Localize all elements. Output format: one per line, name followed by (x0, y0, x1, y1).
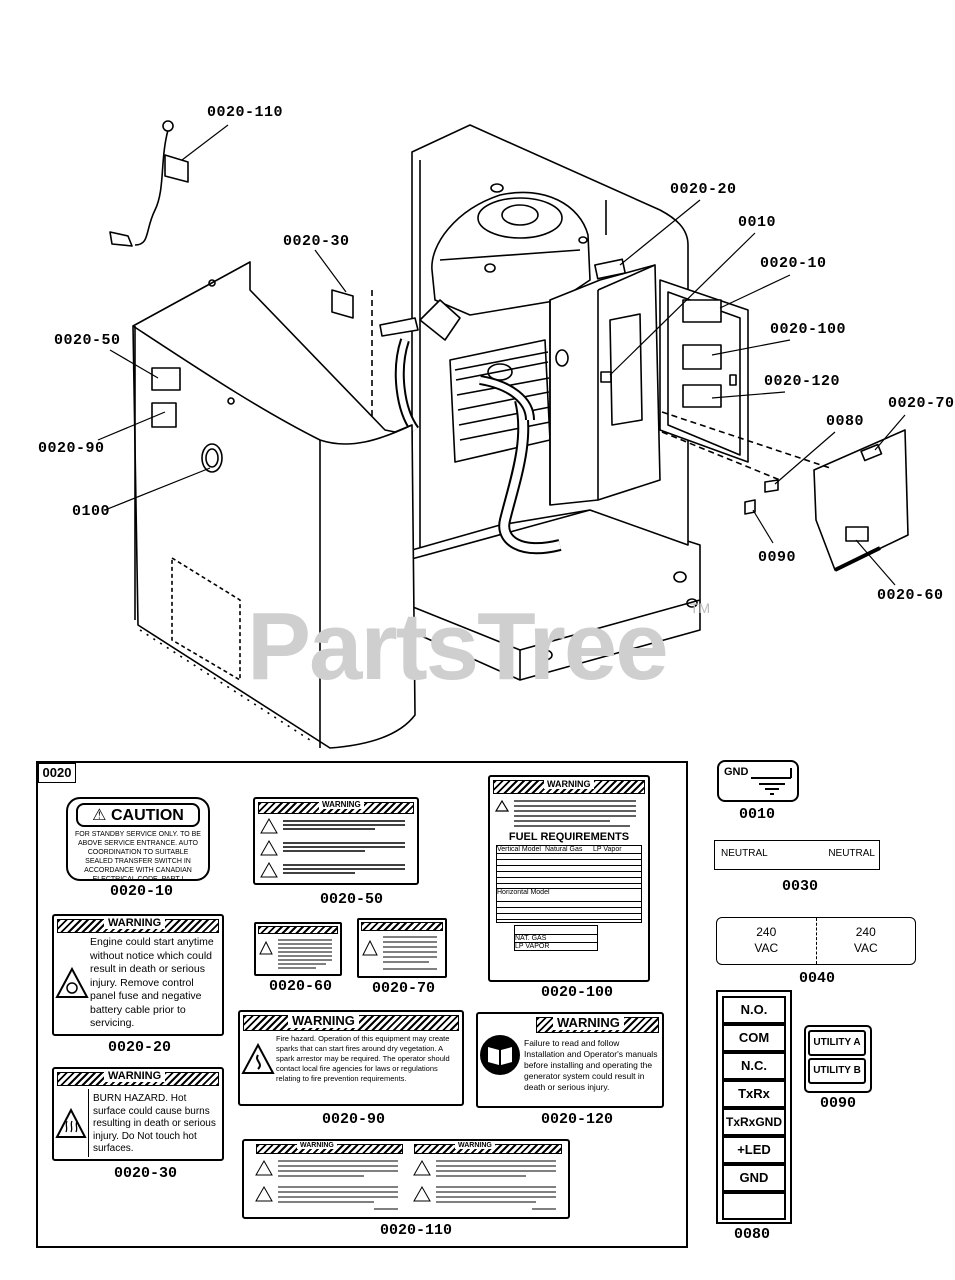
terminal-com: COM (722, 1024, 786, 1052)
caption-0020-110: 0020-110 (380, 1222, 453, 1239)
hot-surface-icon (55, 1107, 87, 1138)
caption-0020-10: 0020-10 (110, 883, 174, 900)
neutral-right: NEUTRAL (828, 848, 875, 859)
warning-header: WARNING (455, 1142, 495, 1149)
decal-0020-110: WARNING WARNING (242, 1139, 570, 1219)
decal-0020-10: ⚠ CAUTION FOR STANDBY SERVICE ONLY. TO B… (66, 797, 210, 881)
callout-0020-50: 0020-50 (54, 332, 121, 349)
terminal-blank (722, 1192, 786, 1220)
caption-0020-70: 0020-70 (372, 980, 436, 997)
part-0030-neutral-strip: NEUTRAL NEUTRAL (714, 840, 880, 870)
utility-b-label: UTILITY B (808, 1058, 866, 1084)
caption-0020-100: 0020-100 (541, 984, 614, 1001)
utility-a-label: UTILITY A (808, 1030, 866, 1056)
terminal-gnd: GND (722, 1164, 786, 1192)
callout-0020-30: 0020-30 (283, 233, 350, 250)
warning-header: WARNING (319, 800, 364, 809)
terminal-no: N.O. (722, 996, 786, 1024)
decal-kit-frame (36, 761, 688, 1248)
terminal-led: +LED (722, 1136, 786, 1164)
caution-header: ⚠ CAUTION (76, 803, 200, 827)
decal-0020-20: WARNING Engine could start anytime witho… (52, 914, 224, 1036)
terminal-nc: N.C. (722, 1052, 786, 1080)
warning-text-lines (494, 799, 636, 827)
exploded-diagram (97, 120, 909, 749)
ground-symbol-icon (751, 768, 792, 795)
terminal-txrx: TxRx (722, 1080, 786, 1108)
warning-text-lines (259, 939, 332, 969)
caption-0020-20: 0020-20 (108, 1039, 172, 1056)
warning-text-lines (362, 936, 437, 970)
vac-right: 240 VAC (853, 925, 878, 955)
fire-hazard-icon (241, 1042, 275, 1074)
caution-body: FOR STANDBY SERVICE ONLY. TO BE ABOVE SE… (75, 831, 201, 881)
callout-0020-10: 0020-10 (760, 255, 827, 272)
part-0010-gnd-label: GND (717, 760, 799, 802)
decal-0020-30: WARNING BURN HAZARD. Hot surface could c… (52, 1067, 224, 1161)
caption-0010: 0010 (739, 806, 776, 823)
callout-0090: 0090 (758, 549, 797, 566)
vac-left: 240 VAC (717, 918, 817, 964)
warning-body: Fire hazard. Operation of this equipment… (276, 1034, 450, 1083)
caption-0030: 0030 (782, 878, 819, 895)
caption-0020-60: 0020-60 (269, 978, 333, 995)
part-0090-utility-labels (804, 1025, 872, 1093)
caption-0090: 0090 (820, 1095, 857, 1112)
warning-header: WARNING (104, 1070, 166, 1082)
rotating-fan-icon (55, 967, 89, 999)
warning-icons (260, 817, 405, 878)
warning-header: WARNING (553, 1015, 624, 1030)
decal-0020-50: WARNING (253, 797, 419, 885)
callout-0020-70: 0020-70 (888, 395, 955, 412)
watermark: PartsTree (247, 593, 669, 700)
caption-0020-30: 0020-30 (114, 1165, 178, 1182)
warning-body: Engine could start anytime without notic… (90, 936, 214, 1029)
warning-header: WARNING (297, 1142, 337, 1149)
warning-header: WARNING (544, 779, 594, 789)
decal-0020-100: WARNING FUEL REQUIREMENTS Vertical Model… (488, 775, 650, 982)
callout-0020-20: 0020-20 (670, 181, 737, 198)
decal-0020-70 (357, 918, 447, 978)
callout-0020-90: 0020-90 (38, 440, 105, 457)
kit-tag: 0020 (38, 763, 76, 783)
fuel-subtable: NAT. GAS LP VAPOR (514, 925, 598, 951)
watermark-tm: TM (690, 600, 711, 616)
warning-body: BURN HAZARD. Hot surface could cause bur… (93, 1093, 216, 1154)
callout-0020-110: 0020-110 (207, 104, 284, 121)
warning-header: WARNING (104, 917, 166, 929)
callout-0020-120: 0020-120 (764, 373, 841, 390)
callout-0010: 0010 (738, 214, 777, 231)
caption-0020-90: 0020-90 (322, 1111, 386, 1128)
caption-0040: 0040 (799, 970, 836, 987)
warning-header: WARNING (288, 1013, 359, 1028)
callout-0100: 0100 (72, 503, 111, 520)
warning-text-lines (413, 1159, 556, 1210)
caption-0020-50: 0020-50 (320, 891, 384, 908)
decal-0020-90: WARNING Fire hazard. Operation of this e… (238, 1010, 464, 1106)
caption-0020-120: 0020-120 (541, 1111, 614, 1128)
fuel-requirements-title: FUEL REQUIREMENTS (508, 831, 630, 843)
neutral-left: NEUTRAL (721, 848, 768, 859)
part-0040-voltage-strip: 240 VAC 240 VAC (716, 917, 916, 965)
warning-text-lines (255, 1159, 398, 1210)
part-0080-terminal-strip (716, 990, 792, 1224)
warning-body: Failure to read and follow Installation … (524, 1038, 658, 1092)
manual-book-icon (480, 1035, 520, 1075)
decal-0020-120: WARNING Failure to read and follow Insta… (476, 1012, 664, 1108)
fuel-table: Vertical Model Natural Gas LP Vapor Hori… (496, 845, 642, 923)
callout-0020-100: 0020-100 (770, 321, 847, 338)
gnd-text: GND (724, 766, 749, 778)
caption-0080: 0080 (734, 1226, 771, 1243)
callout-0020-60: 0020-60 (877, 587, 944, 604)
terminal-txrxgnd: TxRxGND (722, 1108, 786, 1136)
callout-0080: 0080 (826, 413, 865, 430)
decal-0020-60 (254, 922, 342, 976)
warning-triangle-icon: ⚠ (92, 807, 107, 824)
